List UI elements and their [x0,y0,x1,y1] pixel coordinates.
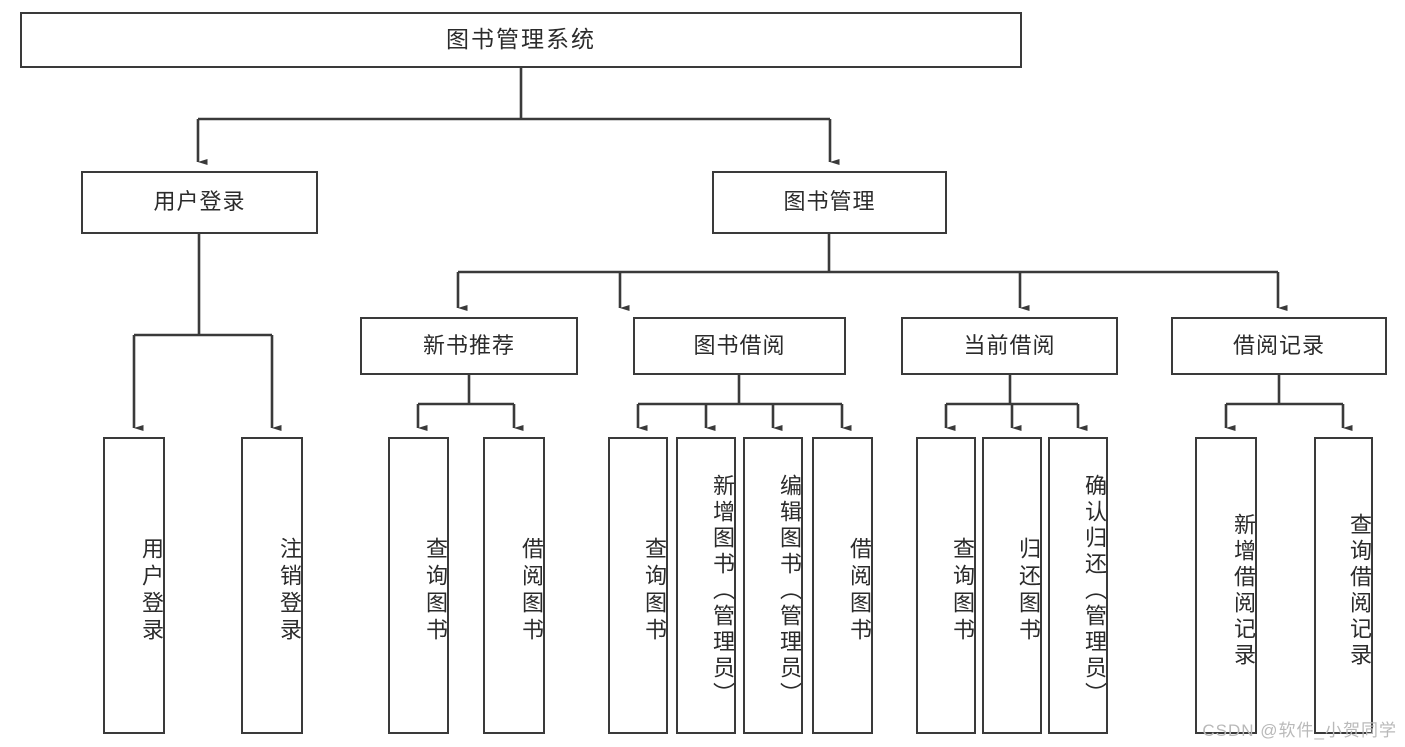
node-new-book-recommendation[interactable]: 新书推荐 [360,317,578,375]
node-leaf-edit-book-admin[interactable]: 编辑图书（管理员） [743,437,803,734]
node-leaf-user-logout[interactable]: 注销登录 [241,437,303,734]
node-leaf-query-book-current[interactable]: 查询图书 [916,437,976,734]
node-leaf-add-borrow-record[interactable]: 新增借阅记录 [1195,437,1257,734]
node-current-borrow[interactable]: 当前借阅 [901,317,1118,375]
node-leaf-borrow-book-recommendation[interactable]: 借阅图书 [483,437,545,734]
node-leaf-return-book[interactable]: 归还图书 [982,437,1042,734]
node-root[interactable]: 图书管理系统 [20,12,1022,68]
node-leaf-query-borrow-record[interactable]: 查询借阅记录 [1314,437,1373,734]
node-book-borrow[interactable]: 图书借阅 [633,317,846,375]
node-leaf-query-book-borrow[interactable]: 查询图书 [608,437,668,734]
node-borrow-record[interactable]: 借阅记录 [1171,317,1387,375]
node-leaf-add-book-admin[interactable]: 新增图书（管理员） [676,437,736,734]
node-user-login[interactable]: 用户登录 [81,171,318,234]
node-leaf-confirm-return-admin[interactable]: 确认归还（管理员） [1048,437,1108,734]
node-leaf-user-login[interactable]: 用户登录 [103,437,165,734]
node-book-manage[interactable]: 图书管理 [712,171,947,234]
csdn-watermark: CSDN @软件_小贺同学 [1202,721,1397,740]
node-leaf-borrow-book[interactable]: 借阅图书 [812,437,873,734]
node-leaf-query-book-recommendation[interactable]: 查询图书 [388,437,449,734]
